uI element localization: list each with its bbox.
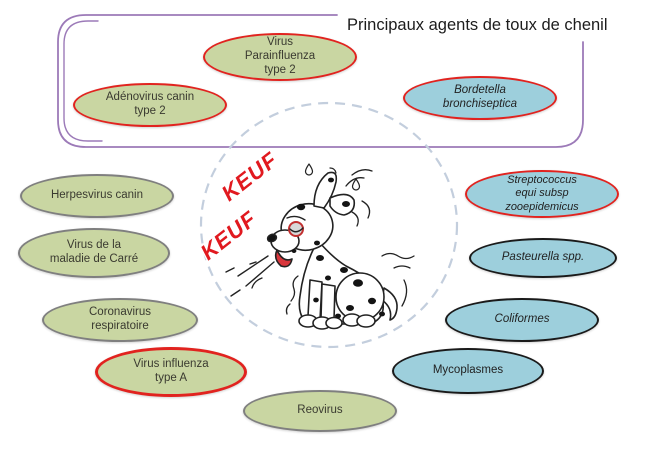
agent-label-line: Pasteurella spp. bbox=[501, 251, 585, 264]
agent-bubble-reovirus: Reovirus bbox=[243, 390, 397, 432]
agent-label-line: Mycoplasmes bbox=[432, 364, 504, 377]
agent-label-line: respiratoire bbox=[91, 320, 149, 332]
agent-bubble-mycoplasmes: Mycoplasmes bbox=[392, 348, 544, 394]
agent-bubble-pasteurella: Pasteurella spp. bbox=[469, 238, 617, 278]
agent-label-line: zooepidemicus bbox=[505, 200, 579, 213]
agent-label-line: bronchiseptica bbox=[442, 98, 518, 110]
agent-label-line: Streptococcus bbox=[507, 174, 577, 187]
agent-label-line: equi subsp bbox=[515, 187, 569, 200]
agent-label-line: type 2 bbox=[134, 105, 166, 117]
agent-label-line: Reovirus bbox=[297, 404, 343, 417]
agent-bubble-herpesvirus: Herpesvirus canin bbox=[20, 174, 174, 218]
coughing-dog-illustration bbox=[225, 163, 415, 330]
agent-label-line: Bordetella bbox=[454, 84, 506, 97]
shake-lines bbox=[251, 169, 415, 315]
agent-bubble-coliformes: Coliformes bbox=[445, 298, 599, 342]
agent-label-line: type A bbox=[155, 372, 187, 384]
agent-label-line: Parainfluenza bbox=[244, 50, 316, 63]
page-title: Principaux agents de toux de chenil bbox=[344, 16, 611, 35]
agent-label-line: Herpesvirus canin bbox=[50, 189, 144, 202]
agent-label-line: Virus bbox=[267, 36, 293, 49]
agent-label-line: Adénovirus canin bbox=[105, 91, 195, 104]
agent-label-line: Virus influenza bbox=[133, 358, 209, 371]
agent-label-line: Coronavirus bbox=[89, 306, 151, 319]
agent-label-line: Virus de la bbox=[66, 239, 122, 252]
sweat-drops bbox=[304, 163, 361, 191]
cough-spray-lines bbox=[225, 255, 275, 297]
dog-spots bbox=[313, 255, 385, 319]
agent-label-line: type 2 bbox=[264, 63, 296, 76]
agent-label-line: maladie de Carré bbox=[49, 253, 139, 265]
dashed-circle bbox=[199, 101, 459, 349]
frame-purple-box bbox=[57, 14, 584, 148]
agent-label-line: Coliformes bbox=[494, 313, 550, 326]
